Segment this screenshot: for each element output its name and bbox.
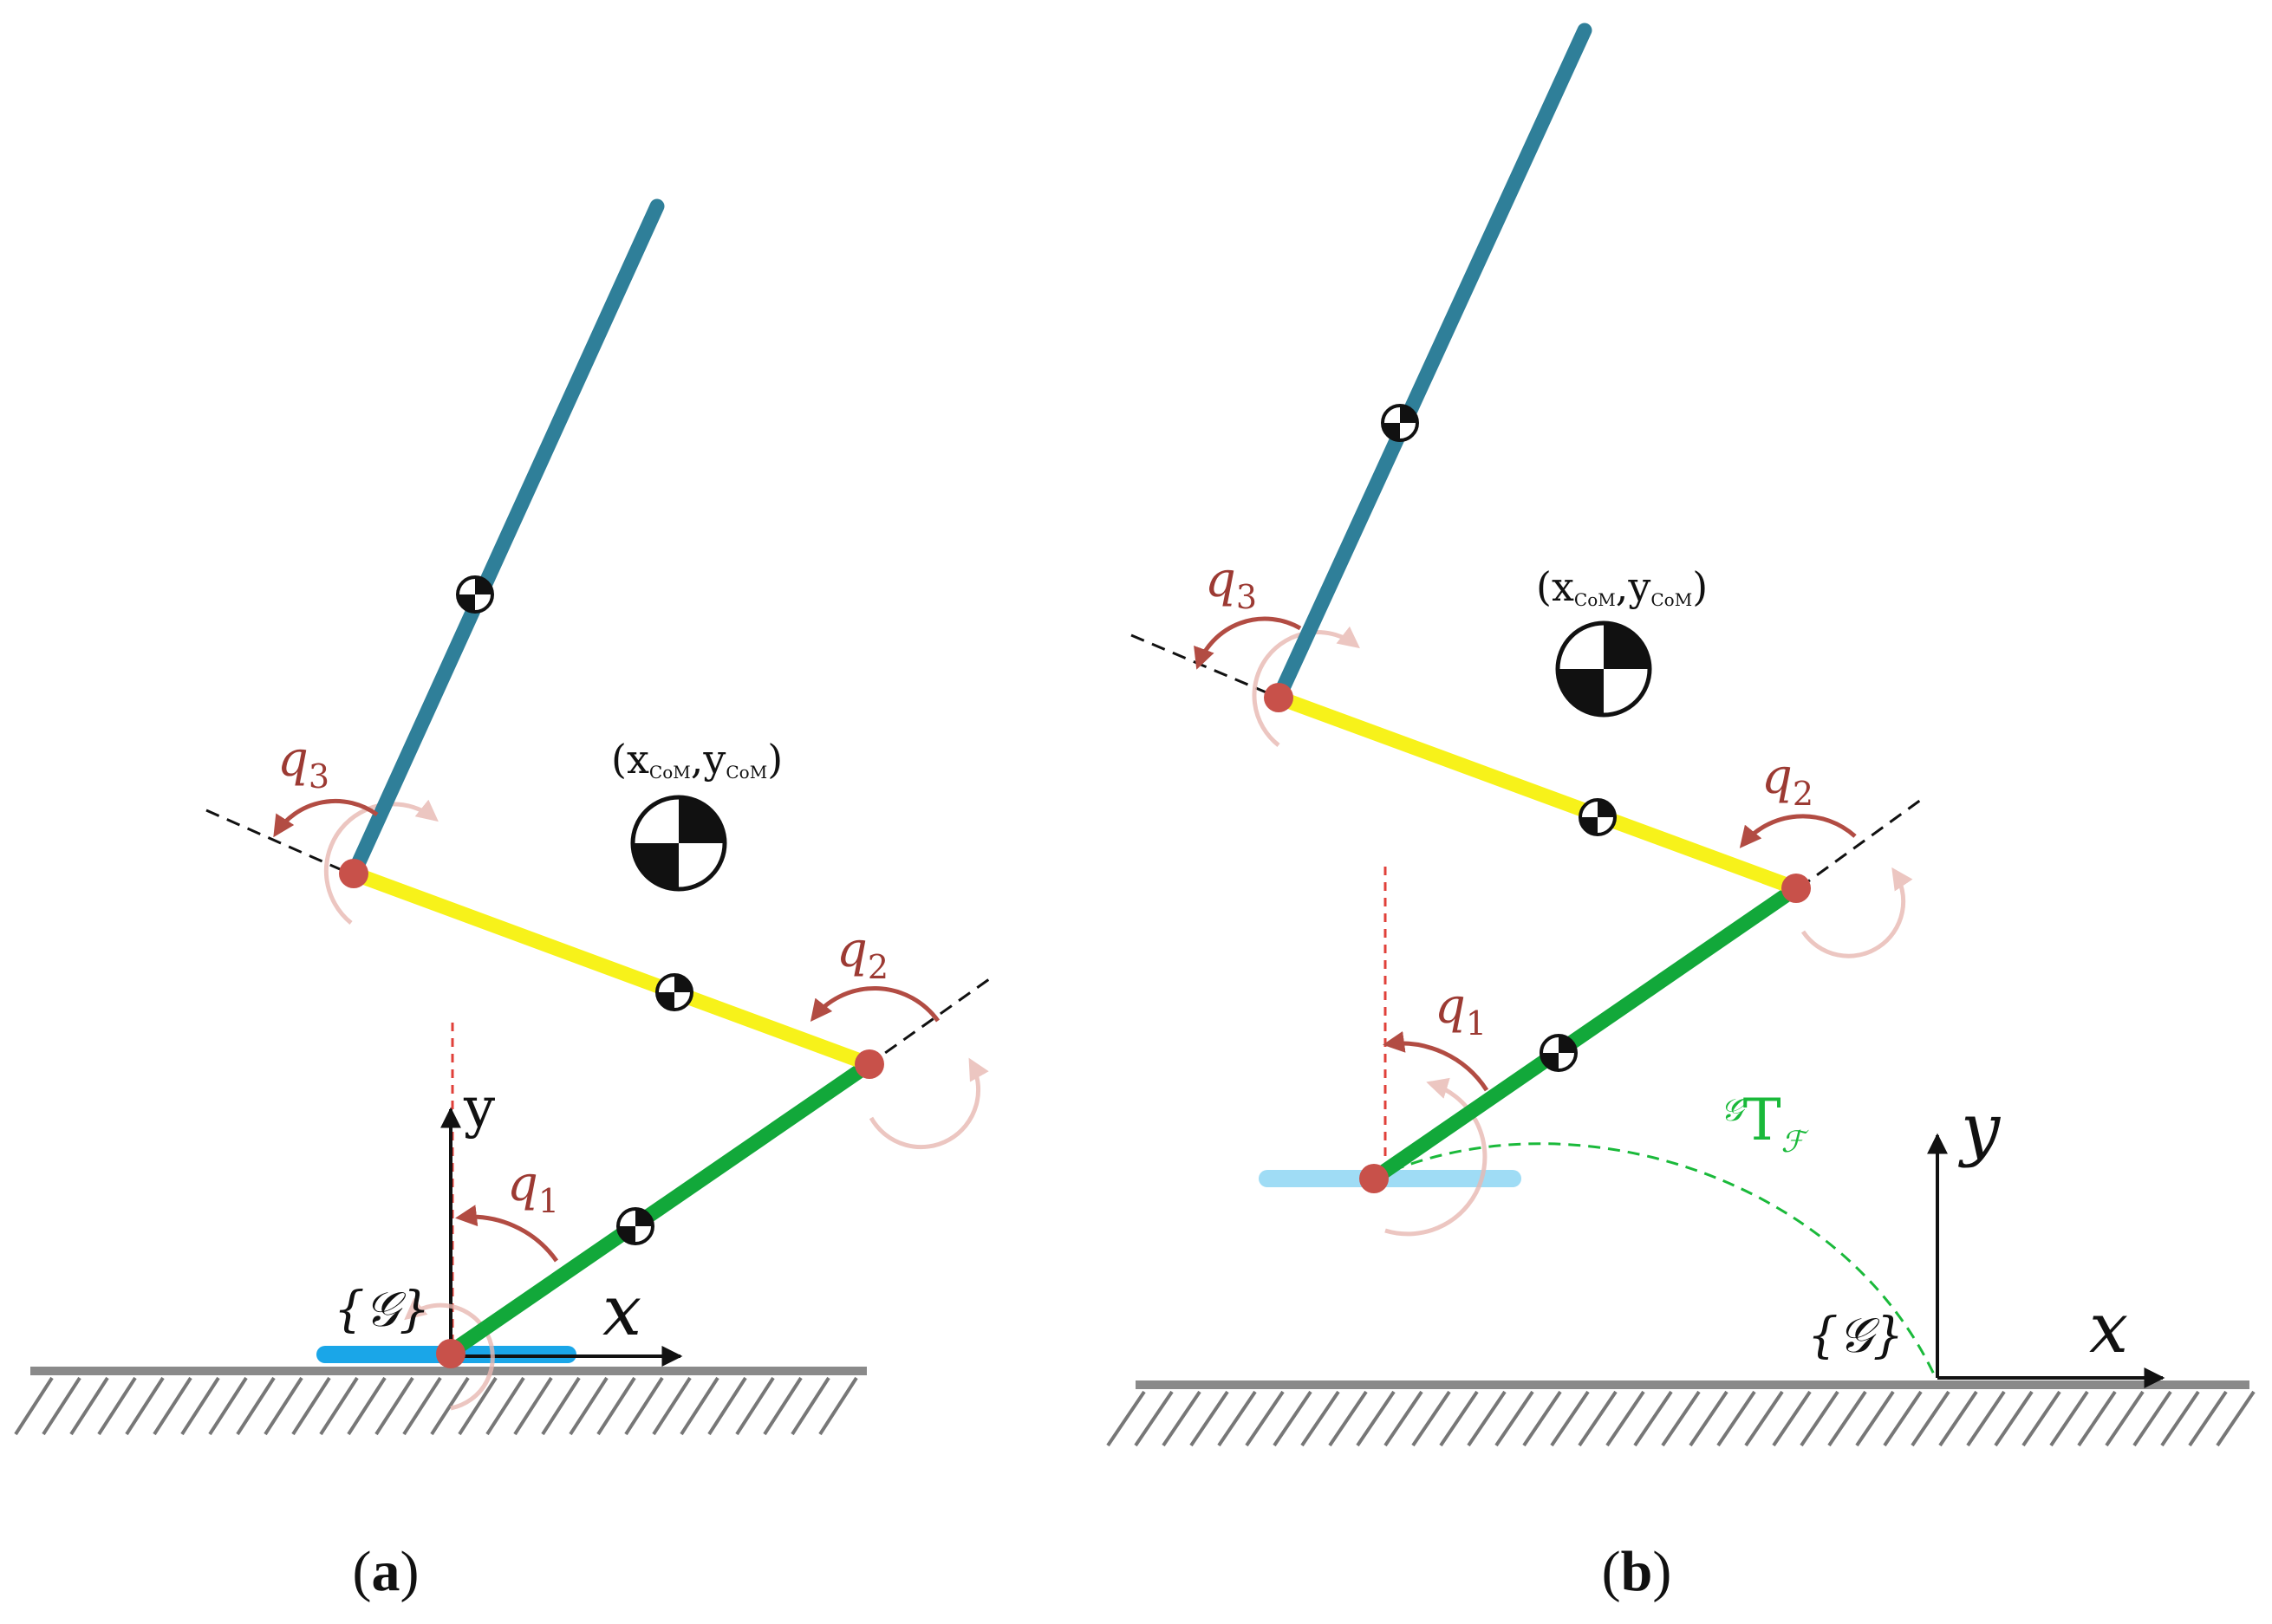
rotation-arrow-icon: [1739, 814, 1857, 848]
ankle-joint-icon: [436, 1339, 465, 1368]
q2-label: q2: [837, 922, 889, 986]
q1-label: q1: [507, 1156, 559, 1220]
center-of-mass-icon: [1540, 1034, 1578, 1072]
knee-axis-line-b: [1798, 796, 1925, 890]
rotation-arrow-icon: [1384, 1077, 1488, 1237]
rotation-arrow-icon: [1383, 1030, 1489, 1092]
com-coordinates-label: (xCoM,yCoM): [1536, 563, 1708, 610]
rotation-arrows-b: [1194, 616, 1857, 1092]
torso-link-a: [346, 198, 665, 881]
rotation-arrow-icon: [273, 798, 379, 838]
rotation-arrow-icon: [323, 799, 439, 925]
ground-a: [14, 1367, 867, 1436]
transform-label: 𝒢Tℱ: [1721, 1087, 1810, 1160]
shank-link-a: [443, 1056, 877, 1360]
ankle-joint-icon: [1359, 1164, 1389, 1193]
ground-hatching-icon: [1106, 1390, 2256, 1447]
thigh-link-a: [346, 866, 877, 1072]
x-axis-label-b: x: [2089, 1288, 2128, 1368]
q3-label: q3: [277, 731, 329, 796]
whole-body-center-of-mass-icon: [1555, 620, 1652, 718]
thigh-link-b: [1271, 690, 1804, 896]
knee-joint-icon: [1781, 874, 1811, 903]
q2-label: q2: [1761, 749, 1813, 813]
hip-joint-icon: [1264, 683, 1293, 712]
whole-body-center-of-mass-icon: [630, 795, 727, 892]
center-of-mass-icon: [1579, 798, 1617, 836]
ground-hatching-icon: [14, 1376, 858, 1436]
y-axis-label-b: y: [1958, 1088, 2002, 1169]
rotation-arrow-icon: [1194, 616, 1302, 670]
faint-rotation-arrows-b: [1252, 626, 1913, 1237]
panel-b: q3 q2 q1 (xCoM,yCoM) 𝒢Tℱ y x {𝒢} (b): [1106, 23, 2256, 1603]
center-of-mass-icon: [1381, 404, 1419, 442]
caption-a: (a): [353, 1540, 420, 1603]
caption-b: (b): [1602, 1540, 1672, 1603]
q3-label: q3: [1205, 552, 1257, 616]
x-axis-label-a: x: [602, 1270, 641, 1351]
rotation-arrow-icon: [869, 1057, 989, 1149]
y-axis-label-a: y: [463, 1076, 495, 1140]
shank-link-b: [1366, 880, 1804, 1186]
q1-label: q1: [1435, 978, 1487, 1043]
rotation-arrow-icon: [1800, 867, 1913, 958]
center-of-mass-icon: [655, 973, 693, 1011]
knee-axis-line-a: [866, 973, 996, 1068]
hip-axis-line-a: [205, 809, 355, 877]
rotation-arrows-a: [273, 798, 941, 1263]
rotation-arrow-icon: [1252, 626, 1360, 747]
flight-trajectory: [1373, 1142, 1937, 1377]
hip-joint-icon: [339, 859, 368, 888]
center-of-mass-icon: [616, 1207, 654, 1245]
ground-b: [1106, 1380, 2256, 1447]
com-coordinates-label: (xCoM,yCoM): [611, 736, 783, 783]
rotation-arrow-icon: [455, 1205, 559, 1263]
torso-link-b: [1271, 23, 1592, 705]
rotation-arrow-icon: [810, 985, 941, 1023]
frame-label-a: {𝒢}: [334, 1282, 430, 1338]
center-of-mass-icon: [456, 575, 494, 614]
panel-a: q3 q2 q1 (xCoM,yCoM) y x {𝒢} (a): [14, 198, 996, 1603]
knee-joint-icon: [855, 1049, 884, 1079]
frame-label-b: {𝒢}: [1807, 1308, 1904, 1364]
